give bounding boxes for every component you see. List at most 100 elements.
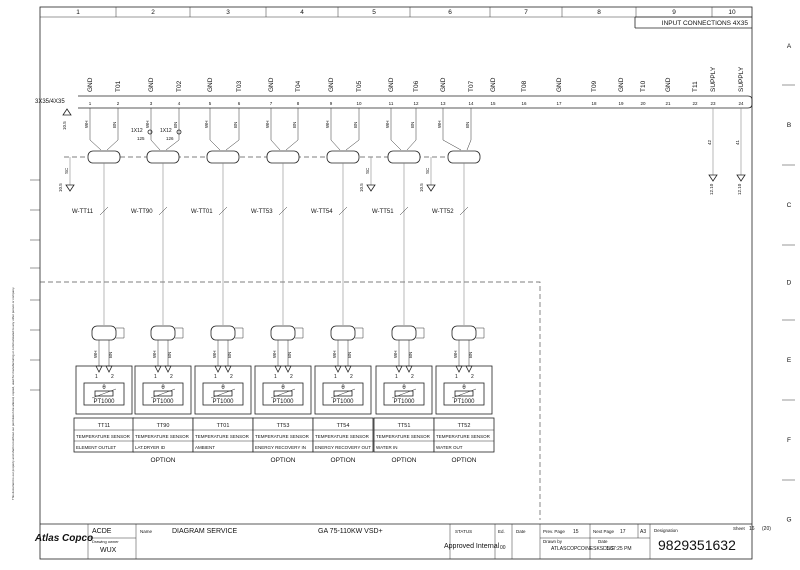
theta-symbol: θ bbox=[221, 385, 225, 391]
terminal-name: T02 bbox=[176, 80, 183, 92]
company-code: ACDE bbox=[92, 528, 112, 535]
terminal-number: 6 bbox=[238, 101, 241, 106]
cable-label: W-TT53 bbox=[251, 209, 273, 215]
sensor-location: LAT.DRYER ID bbox=[135, 445, 166, 450]
shield-ref-left: SC 10.5 bbox=[58, 157, 75, 192]
resistor-slash bbox=[210, 388, 236, 399]
terminal-name: T04 bbox=[295, 80, 302, 92]
sensor-label-box bbox=[433, 417, 495, 453]
pin-2: 2 bbox=[350, 374, 353, 380]
lead-color-wh: WH bbox=[453, 351, 458, 359]
wire-number-41: 41 bbox=[735, 139, 740, 145]
wire-wh bbox=[390, 108, 402, 151]
wire-wh bbox=[442, 108, 462, 151]
pin-arrow-icon bbox=[344, 365, 352, 373]
shield-ref-mid: SC 10.5 bbox=[359, 157, 376, 192]
sensor-element: PT1000 bbox=[152, 399, 174, 405]
supply-branch: 42 41 12.10 12.10 bbox=[707, 108, 746, 195]
terminal-name: GND bbox=[268, 77, 275, 92]
wire-color-wh: WH bbox=[437, 121, 442, 129]
drawn-by-label: Drawn by bbox=[543, 539, 563, 544]
pin-arrow-icon bbox=[405, 365, 413, 373]
product-name: GA 75-110KW VSD+ bbox=[318, 528, 383, 535]
row-marker: D bbox=[787, 280, 792, 287]
pin-arrow-icon bbox=[455, 365, 463, 373]
lead-color-bn: BN bbox=[287, 352, 292, 358]
terminal-name: T07 bbox=[468, 80, 475, 92]
terminal-number: 2 bbox=[117, 101, 120, 106]
wire-wh bbox=[150, 108, 161, 151]
terminal-number: 15 bbox=[490, 101, 496, 106]
terminal-name: SUPPLY bbox=[738, 66, 745, 92]
sensor-element-box bbox=[202, 382, 244, 406]
terminal-name: GND bbox=[148, 77, 155, 92]
shield-sleeve-top bbox=[326, 150, 360, 164]
terminal-number: 10 bbox=[356, 101, 362, 106]
column-marker: 10 bbox=[728, 9, 736, 16]
pin-1: 1 bbox=[154, 374, 157, 380]
sensor-location: WATER OUT bbox=[436, 445, 463, 450]
column-marker: 6 bbox=[448, 9, 452, 16]
wire-color-bn: BN bbox=[465, 122, 470, 128]
svg-text:125: 125 bbox=[137, 136, 145, 141]
terminal-name: T03 bbox=[236, 80, 243, 92]
terminal-name: T10 bbox=[640, 80, 647, 92]
date2-value: 1:37:25 PM bbox=[606, 546, 632, 552]
option-label: OPTION bbox=[392, 457, 417, 464]
pin-arrow-icon bbox=[284, 365, 292, 373]
sensor-description: TEMPERATURE SENSOR bbox=[76, 434, 131, 439]
sensor-location: ENERGY RECOVERY OUT bbox=[315, 445, 371, 450]
resistor-slash bbox=[391, 388, 417, 399]
terminal-number: 16 bbox=[521, 101, 527, 106]
strip-label: 3X35/4X35 bbox=[35, 99, 65, 105]
column-marker: 8 bbox=[597, 9, 601, 16]
shield-drain bbox=[476, 327, 485, 339]
column-marker: 1 bbox=[76, 9, 80, 16]
cable-slash bbox=[99, 206, 109, 216]
terminal-list: 1GND2T013GND4T025GND6T037GND8T049GND10T0… bbox=[62, 66, 745, 130]
shield-sleeve-bottom bbox=[451, 325, 477, 341]
lead-color-bn: BN bbox=[167, 352, 172, 358]
test-point-125-icon bbox=[147, 129, 153, 135]
cable-slash bbox=[459, 206, 469, 216]
drawing-frame bbox=[39, 6, 753, 560]
resistor-icon bbox=[394, 390, 414, 397]
sensor-description: TEMPERATURE SENSOR bbox=[135, 434, 190, 439]
wire-wh bbox=[330, 108, 341, 151]
sensor-tag: TT90 bbox=[157, 423, 170, 429]
shield-sleeve-top bbox=[206, 150, 240, 164]
pin-1: 1 bbox=[395, 374, 398, 380]
next-page-label: Next Page bbox=[593, 529, 615, 534]
sensor-description: TEMPERATURE SENSOR bbox=[376, 434, 431, 439]
sensor-description: TEMPERATURE SENSOR bbox=[315, 434, 370, 439]
wire-bn bbox=[225, 108, 240, 151]
shield-sleeve-bottom bbox=[91, 325, 117, 341]
row-marker: F bbox=[787, 437, 791, 444]
option-label: OPTION bbox=[331, 457, 356, 464]
row-marker: A bbox=[787, 43, 792, 50]
shield-sleeve-bottom bbox=[330, 325, 356, 341]
terminal-name: T09 bbox=[591, 80, 598, 92]
pin-arrow-icon bbox=[154, 365, 162, 373]
lead-color-wh: WH bbox=[332, 351, 337, 359]
cable-slash bbox=[158, 206, 168, 216]
terminal-name: T06 bbox=[413, 80, 420, 92]
resistor-icon bbox=[454, 390, 474, 397]
edition-value: 00 bbox=[500, 545, 506, 551]
terminal-number: 13 bbox=[440, 101, 446, 106]
svg-text:10.5: 10.5 bbox=[419, 183, 424, 192]
terminal-name: SUPPLY bbox=[710, 66, 717, 92]
svg-text:SC: SC bbox=[425, 167, 430, 174]
sensor-element: PT1000 bbox=[393, 399, 415, 405]
theta-symbol: θ bbox=[462, 385, 466, 391]
prev-page-label: Prev. Page bbox=[543, 529, 565, 534]
lead-color-wh: WH bbox=[93, 351, 98, 359]
shield-sleeve-top bbox=[447, 150, 481, 164]
terminal-number: 24 bbox=[738, 101, 744, 106]
pin-2: 2 bbox=[471, 374, 474, 380]
